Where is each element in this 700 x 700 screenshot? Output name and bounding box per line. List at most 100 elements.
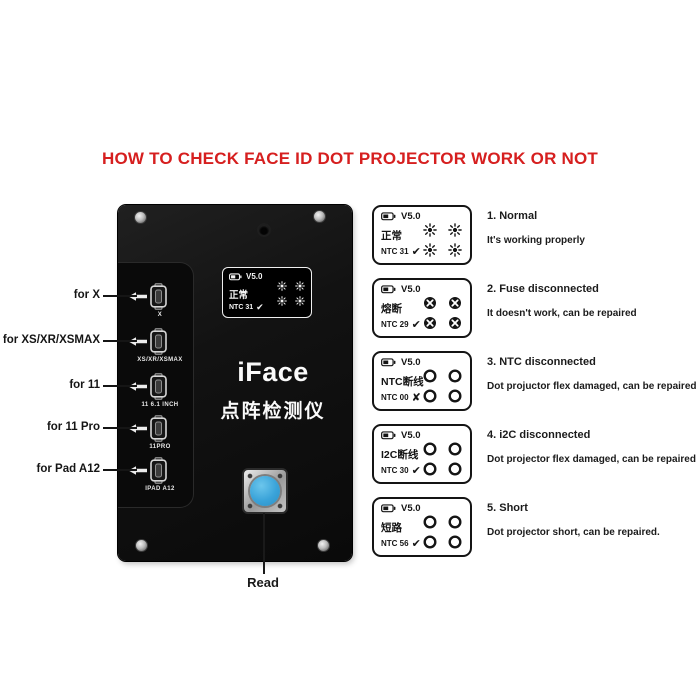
status-text: 熔断 [381, 303, 402, 315]
firmware-version: V5.0 [401, 503, 421, 514]
fuse-blown-icon [423, 296, 437, 310]
screen-header: V5.0 [381, 357, 421, 368]
leader-line [103, 340, 137, 342]
case-text: 2. Fuse disconnected It doesn't work, ca… [487, 278, 637, 338]
leader-line [103, 427, 137, 429]
battery-icon [381, 431, 396, 440]
ntc-reading: NTC 00 ✘ [381, 392, 421, 404]
case-text: 5. Short Dot projector short, can be rep… [487, 497, 660, 557]
screw-icon [135, 539, 148, 552]
label-for-x: for X [73, 289, 100, 301]
case-description: Dot projector flex damaged, can be repai… [487, 454, 696, 465]
connector-11: 11 6.1 INCH [128, 373, 192, 408]
case-heading: 5. Short [487, 502, 528, 514]
label-for-11: for 11 [69, 379, 100, 391]
display-header: V5.0 [229, 272, 262, 281]
status-text: NTC断线 [381, 376, 424, 388]
dot-grid [423, 369, 462, 403]
open-circle-icon [448, 389, 462, 403]
leader-line [103, 469, 137, 471]
port-label: 11 6.1 INCH [141, 402, 179, 408]
firmware-version: V5.0 [401, 430, 421, 441]
label-for-xs-xr-xsmax: for XS/XR/XSMAX [2, 334, 100, 346]
case-row-short: V5.0 短路 NTC 56 ✔ 5. Short Dot projector … [372, 497, 697, 557]
connector-11pro: 11PRO [128, 415, 192, 450]
brand-subtitle: 点阵检测仪 [220, 401, 326, 422]
page-title: HOW TO CHECK FACE ID DOT PROJECTOR WORK … [102, 149, 598, 168]
read-button-label: Read [247, 575, 279, 590]
status-text: 短路 [381, 522, 402, 534]
open-circle-icon [423, 462, 437, 476]
case-heading: 4. i2C disconnected [487, 429, 591, 441]
ntc-reading: NTC 29 ✔ [381, 319, 421, 331]
ntc-reading: NTC 31 ✔ [229, 302, 264, 312]
open-circle-icon [448, 535, 462, 549]
open-circle-icon [423, 442, 437, 456]
connector-x: X [128, 283, 192, 318]
mount-hole [259, 225, 269, 235]
label-for-pad-a12: for Pad A12 [36, 463, 100, 475]
read-button[interactable] [242, 468, 288, 514]
fuse-blown-icon [448, 296, 462, 310]
check-icon: ✔ [411, 465, 421, 477]
result-screen-i2c: V5.0 I2C断线 NTC 30 ✔ [372, 424, 472, 484]
open-circle-icon [423, 369, 437, 383]
dot-grid [277, 281, 305, 306]
status-text: 正常 [381, 230, 402, 242]
screw-icon [313, 210, 326, 223]
fpc-connector-icon [150, 373, 167, 400]
result-screen-normal: V5.0 正常 NTC 31 ✔ [372, 205, 472, 265]
fuse-blown-icon [448, 316, 462, 330]
battery-icon [381, 504, 396, 513]
result-cases: V5.0 正常 NTC 31 ✔ 1. Normal It's working … [372, 205, 697, 557]
open-circle-icon [423, 389, 437, 403]
check-icon: ✔ [411, 246, 421, 258]
open-circle-icon [448, 462, 462, 476]
port-label: IPAD A12 [145, 486, 175, 492]
case-row-ntc: V5.0 NTC断线 NTC 00 ✘ 3. NTC disconnected … [372, 351, 697, 411]
sun-icon [448, 223, 462, 237]
dot-grid [423, 296, 462, 330]
case-description: Dot projector short, can be repaired. [487, 527, 660, 538]
dot-grid [423, 515, 462, 549]
case-heading: 1. Normal [487, 210, 538, 222]
firmware-version: V5.0 [401, 357, 421, 368]
check-icon: ✔ [411, 319, 421, 331]
open-circle-icon [423, 535, 437, 549]
leader-line [103, 295, 137, 297]
case-description: Dot projuctor flex damaged, can be repai… [487, 381, 697, 392]
sun-icon [423, 243, 437, 257]
case-text: 3. NTC disconnected Dot projuctor flex d… [487, 351, 697, 411]
case-heading: 2. Fuse disconnected [487, 283, 599, 295]
result-screen-ntc: V5.0 NTC断线 NTC 00 ✘ [372, 351, 472, 411]
battery-icon [229, 272, 242, 280]
status-text: 正常 [229, 290, 249, 301]
case-description: It doesn't work, can be repaired [487, 308, 637, 319]
sun-icon [277, 281, 287, 291]
check-icon: ✔ [411, 538, 421, 550]
status-text: I2C断线 [381, 449, 419, 461]
ntc-reading: NTC 56 ✔ [381, 538, 421, 550]
port-label: 11PRO [149, 444, 171, 450]
connector-xs-xr-xsmax: XS/XR/XSMAX [128, 328, 192, 363]
screen-header: V5.0 [381, 211, 421, 222]
result-screen-short: V5.0 短路 NTC 56 ✔ [372, 497, 472, 557]
case-row-fuse: V5.0 熔断 NTC 29 ✔ 2. Fuse disconnected It… [372, 278, 697, 338]
dot-grid [423, 442, 462, 476]
case-row-i2c: V5.0 I2C断线 NTC 30 ✔ 4. i2C disconnected … [372, 424, 697, 484]
battery-icon [381, 285, 396, 294]
cross-icon: ✘ [411, 392, 421, 404]
connector-ipad-a12: IPAD A12 [128, 457, 192, 492]
screen-header: V5.0 [381, 284, 421, 295]
firmware-version: V5.0 [401, 284, 421, 295]
dot-grid [423, 223, 462, 257]
open-circle-icon [448, 369, 462, 383]
fpc-connector-icon [150, 415, 167, 442]
sun-icon [277, 296, 287, 306]
open-circle-icon [423, 515, 437, 529]
case-description: It's working properly [487, 235, 585, 246]
label-for-11-pro: for 11 Pro [46, 421, 100, 433]
screen-header: V5.0 [381, 430, 421, 441]
leader-line [103, 385, 137, 387]
